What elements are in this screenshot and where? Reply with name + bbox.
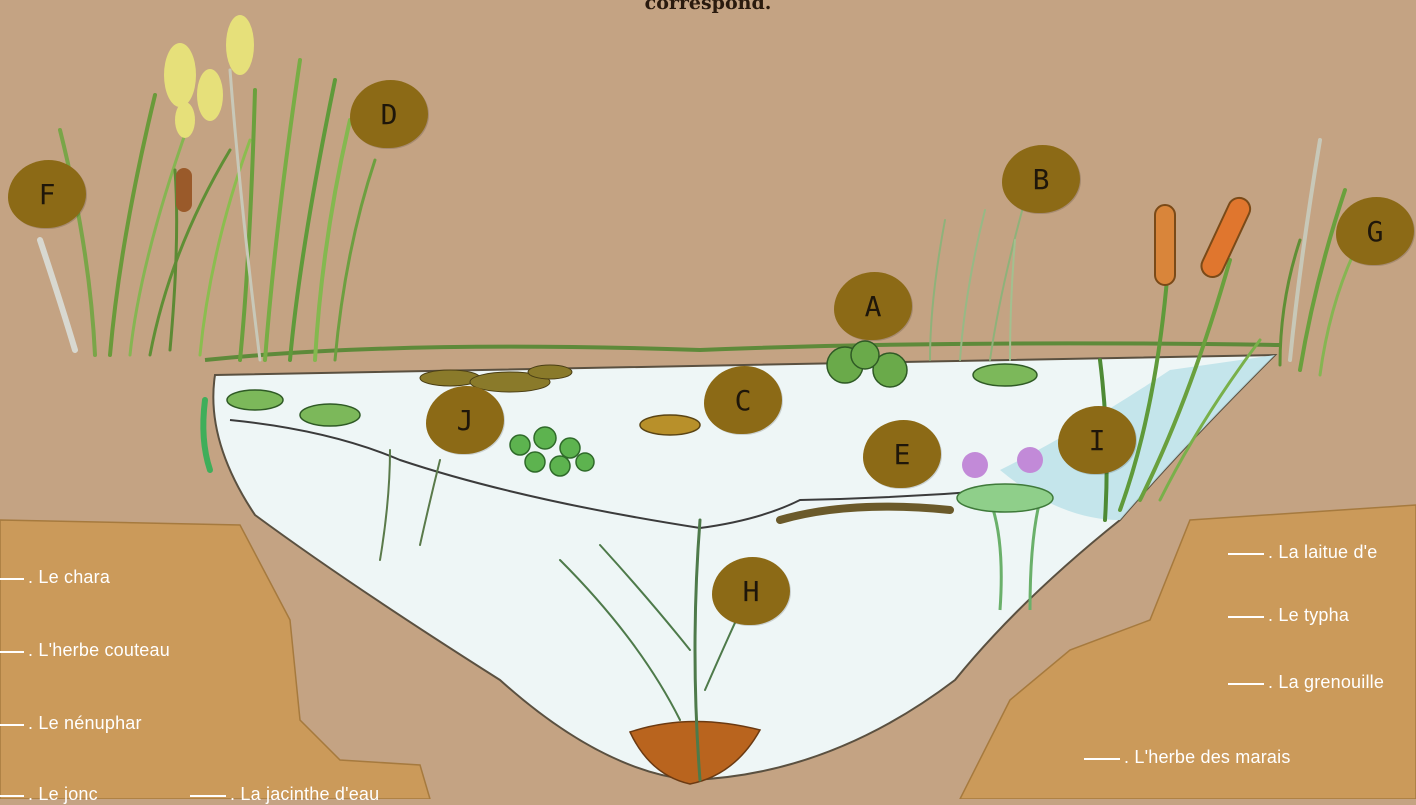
label-typha: . Le typha	[1228, 605, 1349, 626]
marker-d[interactable]: D	[350, 80, 428, 148]
label-jonc: . Le jonc	[0, 784, 98, 805]
answer-blank-herbe-marais[interactable]	[1084, 758, 1120, 760]
label-herbe-marais: . L'herbe des marais	[1084, 747, 1291, 768]
instruction-text: correspond.	[0, 0, 1416, 14]
label-chara: . Le chara	[0, 567, 110, 588]
marker-i[interactable]: I	[1058, 406, 1136, 474]
label-laitue: . La laitue d'e	[1228, 542, 1378, 563]
answer-blank-nenuphar[interactable]	[0, 724, 24, 726]
marker-b[interactable]: B	[1002, 145, 1080, 213]
answer-blank-laitue[interactable]	[1228, 553, 1264, 555]
yellow-flowers	[164, 15, 254, 138]
marker-f[interactable]: F	[8, 160, 86, 228]
answer-blank-typha[interactable]	[1228, 616, 1264, 618]
answer-blank-jonc[interactable]	[0, 795, 24, 797]
answer-blank-jacinthe[interactable]	[190, 795, 226, 797]
marker-h[interactable]: H	[712, 557, 790, 625]
marker-a[interactable]: A	[834, 272, 912, 340]
label-jacinthe: . La jacinthe d'eau	[190, 784, 379, 805]
cattail-left	[176, 168, 192, 212]
marker-g[interactable]: G	[1336, 197, 1414, 265]
marker-e[interactable]: E	[863, 420, 941, 488]
marker-c[interactable]: C	[704, 366, 782, 434]
answer-blank-chara[interactable]	[0, 578, 24, 580]
answer-blank-herbe-couteau[interactable]	[0, 651, 24, 653]
answer-blank-grenouillette[interactable]	[1228, 683, 1264, 685]
label-nenuphar: . Le nénuphar	[0, 713, 142, 734]
label-grenouillette: . La grenouille	[1228, 672, 1384, 693]
label-herbe-couteau: . L'herbe couteau	[0, 640, 170, 661]
cattails-right	[1155, 194, 1254, 285]
marker-j[interactable]: J	[426, 386, 504, 454]
